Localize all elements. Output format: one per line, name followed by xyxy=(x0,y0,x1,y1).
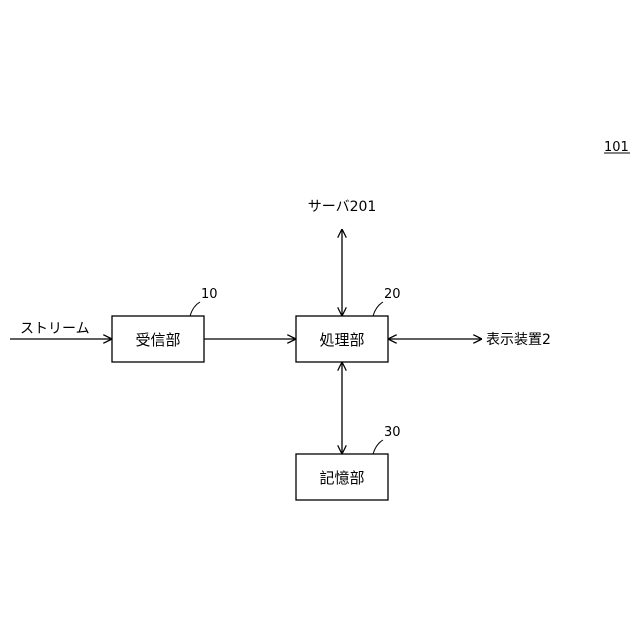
storage-ref: 30 xyxy=(384,425,401,440)
processor-label: 処理部 xyxy=(319,331,364,349)
receiver-label: 受信部 xyxy=(135,331,180,349)
processor-ref: 20 xyxy=(384,287,401,302)
server-label: サーバ201 xyxy=(308,199,377,215)
storage-ref-leader xyxy=(373,440,383,454)
stream-label: ストリーム xyxy=(20,321,90,337)
storage-label: 記憶部 xyxy=(319,469,364,487)
display-label: 表示装置2 xyxy=(486,332,551,348)
processor-ref-leader xyxy=(373,302,383,316)
receiver-ref: 10 xyxy=(201,287,218,302)
receiver-ref-leader xyxy=(190,302,200,316)
